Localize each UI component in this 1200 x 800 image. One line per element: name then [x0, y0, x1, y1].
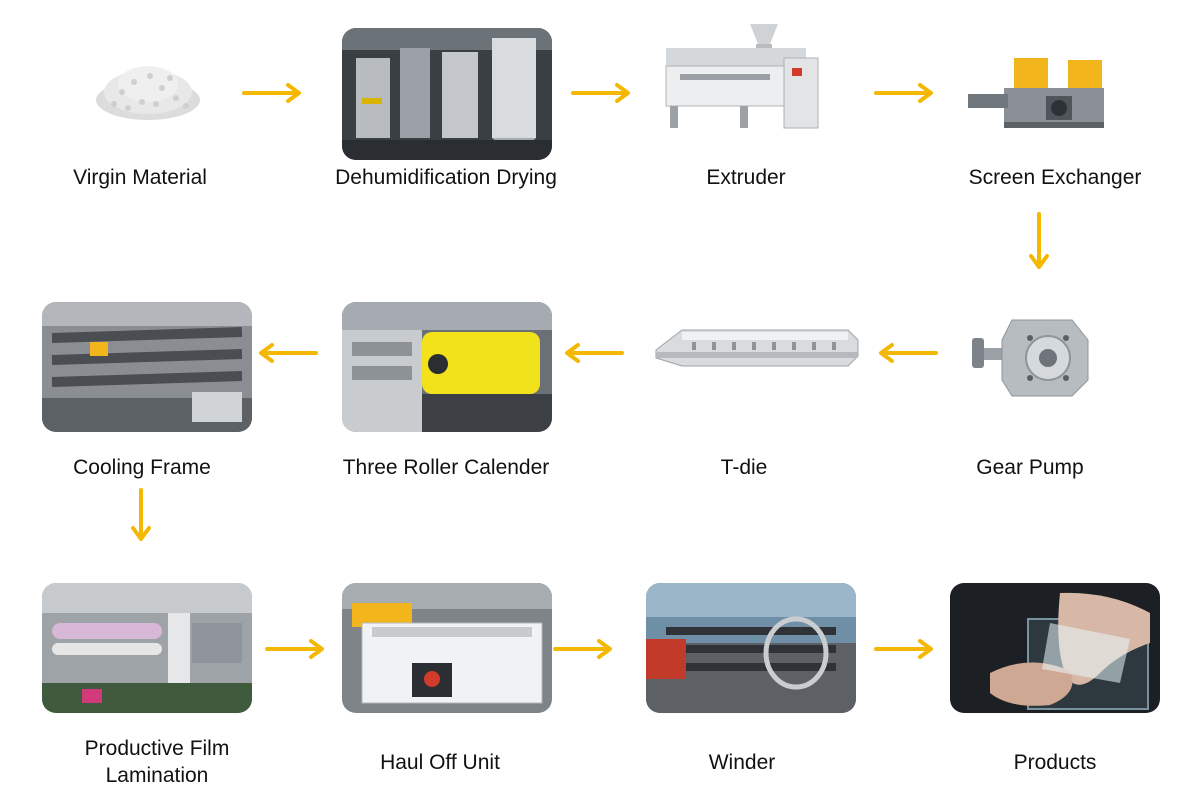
step-label: Cooling Frame: [73, 456, 211, 479]
t-die-image: [652, 322, 862, 382]
products-image: [950, 583, 1160, 713]
arrow-right-icon: [553, 638, 615, 660]
step-label: Dehumidification Drying: [335, 166, 557, 189]
arrow-right-icon: [265, 638, 327, 660]
arrow-right-icon: [242, 82, 304, 104]
step-label: T-die: [720, 456, 768, 479]
step-label: Virgin Material: [73, 166, 207, 189]
step-label: Productive Film Lamination: [52, 735, 262, 789]
productive-film-lamination-image: [42, 583, 252, 713]
virgin-material-image: [92, 52, 204, 124]
arrow-right-icon: [874, 82, 936, 104]
step-label: Gear Pump: [976, 456, 1084, 479]
arrow-down-icon: [130, 488, 152, 544]
arrow-down-icon: [1028, 212, 1050, 272]
arrow-right-icon: [571, 82, 633, 104]
step-label: Three Roller Calender: [342, 456, 550, 479]
step-label: Screen Exchanger: [968, 166, 1142, 189]
step-label: Products: [1013, 751, 1097, 774]
step-label: Haul Off Unit: [380, 751, 500, 774]
step-label: Extruder: [706, 166, 786, 189]
extruder-image: [660, 18, 830, 136]
arrow-right-icon: [874, 638, 936, 660]
screen-exchanger-image: [968, 52, 1108, 132]
haul-off-unit-image: [342, 583, 552, 713]
step-label-line-2: Lamination: [105, 764, 209, 787]
winder-image: [646, 583, 856, 713]
step-label-line-1: Productive Film: [84, 737, 230, 760]
gear-pump-image: [972, 310, 1090, 400]
arrow-left-icon: [876, 342, 938, 364]
three-roller-calender-image: [342, 302, 552, 432]
dehumidification-drying-image: [342, 28, 552, 160]
arrow-left-icon: [256, 342, 318, 364]
arrow-left-icon: [562, 342, 624, 364]
cooling-frame-image: [42, 302, 252, 432]
step-label: Winder: [708, 751, 776, 774]
